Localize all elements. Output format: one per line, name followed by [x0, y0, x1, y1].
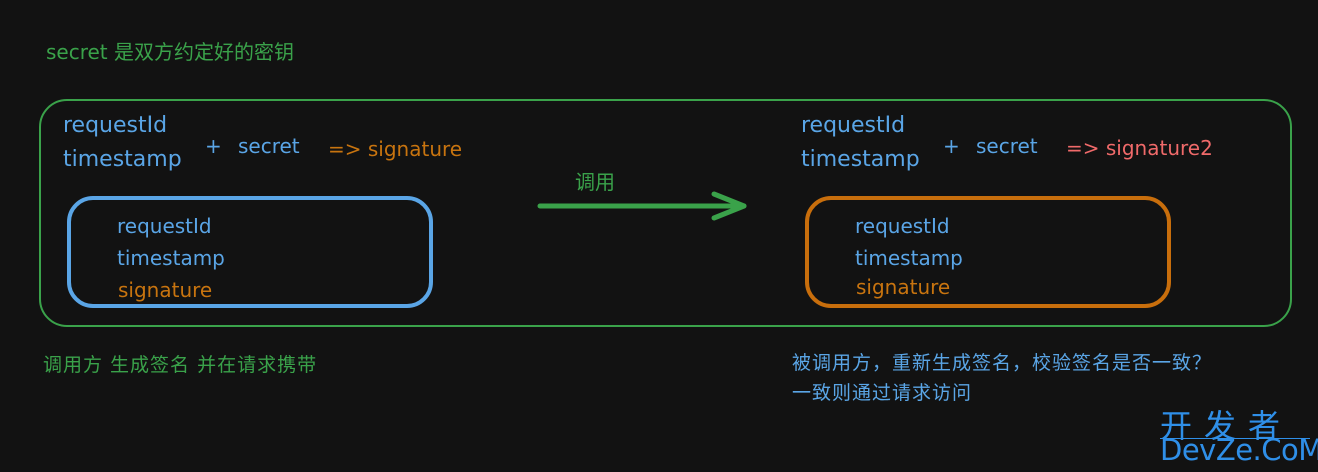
callee-field-request-id: requestId: [855, 214, 950, 238]
caller-input-request-id: requestId: [63, 113, 168, 138]
caller-signature-result: => signature: [328, 137, 463, 161]
callee-signature2-result: => signature2: [1066, 136, 1213, 160]
callee-input-timestamp: timestamp: [801, 147, 920, 172]
callee-input-request-id: requestId: [801, 113, 906, 138]
callee-secret: secret: [976, 134, 1038, 158]
caller-field-request-id: requestId: [117, 214, 212, 238]
caller-field-signature: signature: [118, 278, 213, 302]
watermark-en: DevZe.CoM: [1160, 433, 1318, 467]
arrow-label: 调用: [575, 170, 615, 194]
caller-caption: 调用方 生成签名 并在请求携带: [43, 354, 318, 376]
callee-field-signature: signature: [856, 275, 951, 299]
caller-input-timestamp: timestamp: [63, 147, 182, 172]
caller-field-timestamp: timestamp: [117, 246, 225, 270]
callee-field-timestamp: timestamp: [855, 246, 963, 270]
callee-request-box: [805, 196, 1171, 308]
flow-container: [39, 99, 1292, 327]
caller-plus: +: [205, 134, 222, 158]
callee-plus: +: [943, 134, 960, 158]
header-note: secret 是双方约定好的密钥: [46, 40, 295, 64]
callee-caption-line-1: 被调用方，重新生成签名，校验签名是否一致？: [792, 352, 1213, 374]
call-arrow-icon: [537, 191, 747, 221]
caller-request-box: [67, 196, 433, 308]
callee-caption-line-2: 一致则通过请求访问: [792, 382, 973, 404]
caller-secret: secret: [238, 134, 300, 158]
watermark-divider: [1160, 438, 1310, 439]
